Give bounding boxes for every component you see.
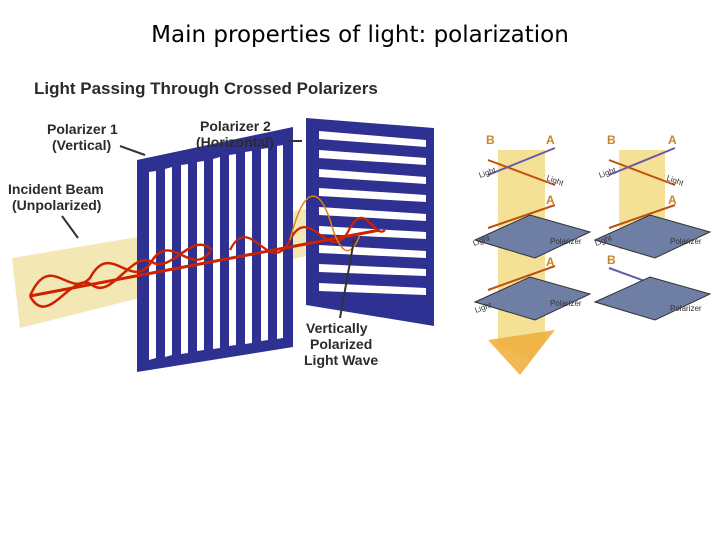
svg-text:A: A [668,133,677,147]
svg-text:B: B [486,133,495,147]
svg-text:Polarizer: Polarizer [670,304,702,313]
wave-label: Vertically Polarized Light Wave [304,239,378,368]
polarizer-1 [137,127,293,372]
svg-text:Polarizer 2: Polarizer 2 [200,118,271,134]
slide-title: Main properties of light: polarization [151,22,569,48]
polarizer-2-label: Polarizer 2 (Horizontal) [196,118,302,150]
svg-text:Polarized: Polarized [310,336,372,352]
right-right-stack: B A Light Light A Light Polarizer B Pola… [593,133,712,321]
svg-text:Polarizer: Polarizer [670,237,702,246]
svg-text:Light: Light [478,165,498,180]
svg-text:Light Wave: Light Wave [304,352,378,368]
svg-text:Polarizer: Polarizer [550,299,582,308]
polarizer-1-label: Polarizer 1 (Vertical) [47,121,146,156]
svg-text:Incident Beam: Incident Beam [8,181,104,197]
svg-text:(Unpolarized): (Unpolarized) [12,197,101,213]
svg-text:Light: Light [598,165,618,180]
svg-text:B: B [607,253,616,267]
svg-text:B: B [607,133,616,147]
svg-text:Polarizer 1: Polarizer 1 [47,121,118,137]
svg-text:Light: Light [545,173,565,188]
svg-text:A: A [546,133,555,147]
svg-text:A: A [668,193,677,207]
svg-text:A: A [546,255,555,269]
svg-text:Polarizer: Polarizer [550,237,582,246]
right-left-stack: B A Light Light A Light Polarizer A Ligh… [472,133,592,375]
svg-text:Light: Light [665,173,685,188]
incident-beam-label: Incident Beam (Unpolarized) [8,181,104,239]
figure-heading: Light Passing Through Crossed Polarizers [34,79,378,98]
svg-text:Vertically: Vertically [306,320,368,336]
svg-text:A: A [546,193,555,207]
svg-text:(Vertical): (Vertical) [52,137,111,153]
svg-text:(Horizontal): (Horizontal) [196,134,274,150]
light-wave [28,195,386,308]
